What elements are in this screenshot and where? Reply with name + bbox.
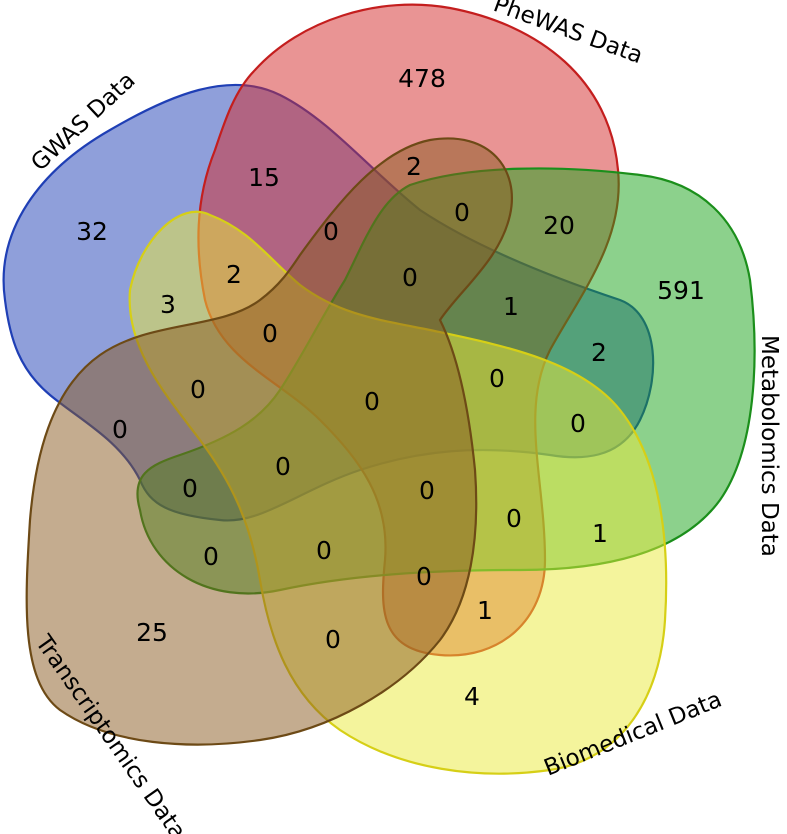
count-phewas-transcriptomics: 2 xyxy=(406,152,422,181)
count-gwas-bio-phewas-trans: 0 xyxy=(262,319,278,348)
count-metab-bio-gwas-phewas: 0 xyxy=(489,364,505,393)
count-gwas-trans-metab: 0 xyxy=(182,474,198,503)
count-gwas-bio-trans: 0 xyxy=(190,375,206,404)
count-phewas-only: 478 xyxy=(398,64,446,93)
count-phewas-trans-metab: 0 xyxy=(454,198,470,227)
count-biomedical-only: 4 xyxy=(464,682,480,711)
count-trans-metab: 0 xyxy=(203,542,219,571)
count-metabolomics-biomedical: 1 xyxy=(592,519,608,548)
set-shapes xyxy=(2,3,756,775)
count-metab-bio-gwas: 0 xyxy=(570,409,586,438)
region-counts: 32 478 591 4 25 15 2 0 20 0 0 1 2 3 2 0 … xyxy=(76,64,705,711)
count-gwas-phewas-trans: 0 xyxy=(323,217,339,246)
count-all-five: 0 xyxy=(364,387,380,416)
count-metabolomics-only: 591 xyxy=(657,276,705,305)
count-phewas-metabolomics: 20 xyxy=(543,211,575,240)
count-bio-trans-metab: 0 xyxy=(316,536,332,565)
count-bio-trans-phewas: 0 xyxy=(416,562,432,591)
count-gwas-only: 32 xyxy=(76,217,108,246)
count-gwas-bio-trans-metab: 0 xyxy=(275,452,291,481)
count-gwas-biomedical: 3 xyxy=(160,290,176,319)
metabolomics-label: Metabolomics Data xyxy=(756,335,782,557)
transcriptomics-set-shape xyxy=(25,137,513,746)
count-gwas-transcriptomics: 0 xyxy=(112,415,128,444)
count-gwas-phewas: 15 xyxy=(248,163,280,192)
count-gwas-metabolomics: 2 xyxy=(591,338,607,367)
count-gwas-phewas-trans-metab: 0 xyxy=(402,263,418,292)
count-biomedical-phewas: 1 xyxy=(477,596,493,625)
count-gwas-biomedical-phewas: 2 xyxy=(226,260,242,289)
count-bio-metab-phewas: 0 xyxy=(506,504,522,533)
count-biomedical-transcriptomics: 0 xyxy=(325,625,341,654)
count-phewas-metab-gwas: 1 xyxy=(503,292,519,321)
count-transcriptomics-only: 25 xyxy=(136,618,168,647)
count-bio-trans-metab-phewas: 0 xyxy=(419,476,435,505)
